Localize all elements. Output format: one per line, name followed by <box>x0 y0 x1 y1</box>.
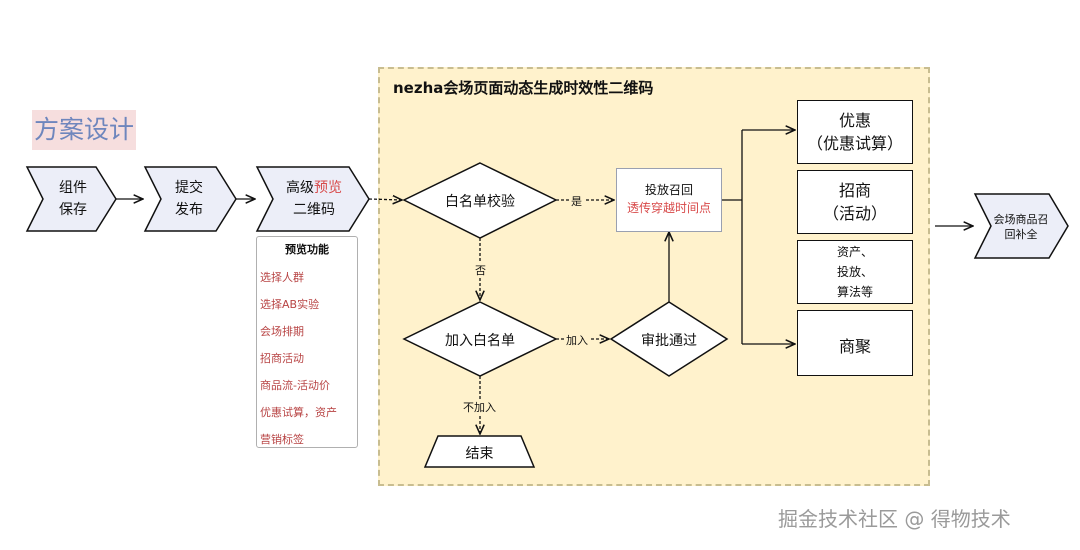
aggregate-label: 商聚 <box>838 337 871 356</box>
step-advanced-word: 高级 <box>286 180 314 196</box>
discount-line2: （优惠试算） <box>806 134 903 153</box>
merchant-line1: 招商 <box>838 181 871 200</box>
preview-features-title: 预览功能 <box>285 243 329 256</box>
merchant-line2: （活动） <box>822 204 887 223</box>
edge-label-add: 加入 <box>564 332 590 348</box>
preview-item: 会场排期 <box>260 325 304 338</box>
edge-label-no: 否 <box>473 262 488 278</box>
step-advanced-chevron <box>255 166 370 232</box>
step-fill-line1: 会场商品召 <box>993 213 1049 226</box>
edge-advanced-check <box>368 199 402 200</box>
step-advanced-label: 高级预览 二维码 <box>272 177 356 221</box>
watermark: 掘金技术社区 @ 得物技术 <box>778 507 1011 531</box>
merchant-label: 招商 （活动） <box>797 179 913 225</box>
edge-label-not-add: 不加入 <box>461 399 498 415</box>
preview-item: 选择AB实验 <box>260 298 320 311</box>
step-fill-label: 会场商品召 回补全 <box>988 212 1054 242</box>
page-title: 方案设计 <box>33 115 134 144</box>
step-save-chevron <box>25 166 117 232</box>
assets-line1: 资产、 <box>836 245 873 259</box>
merchant-box <box>797 170 913 234</box>
preview-item: 优惠试算，资产 <box>260 406 337 419</box>
assets-line3: 算法等 <box>836 285 873 299</box>
step-fill-line2: 回补全 <box>1004 228 1038 241</box>
recall-label: 投放召回 透传穿越时间点 <box>616 181 722 217</box>
step-submit-chevron <box>143 166 237 232</box>
discount-box <box>797 100 913 164</box>
discount-line1: 优惠 <box>838 111 871 130</box>
preview-item: 商品流-活动价 <box>260 379 330 392</box>
assets-box <box>797 240 913 304</box>
step-submit-label: 提交 发布 <box>156 177 222 221</box>
assets-label: 资产、 投放、 算法等 <box>797 242 913 302</box>
title-background <box>32 110 136 150</box>
recall-line2: 透传穿越时间点 <box>626 201 711 215</box>
step-advanced-line2: 二维码 <box>293 202 335 218</box>
preview-item: 选择人群 <box>260 271 304 284</box>
step-preview-word: 预览 <box>314 180 342 196</box>
discount-label: 优惠 （优惠试算） <box>797 109 913 155</box>
step-save-label: 组件 保存 <box>40 177 106 221</box>
region-title: nezha会场页面动态生成时效性二维码 <box>393 79 654 97</box>
preview-item: 营销标签 <box>260 433 304 446</box>
preview-features-panel <box>256 236 358 448</box>
edge-label-yes: 是 <box>569 193 584 209</box>
end-trapezoid <box>423 435 536 468</box>
step-save-line1: 组件 <box>59 180 87 196</box>
aggregate-box <box>797 310 913 376</box>
step-advanced-line1: 高级预览 <box>272 177 356 199</box>
step-submit-line2: 发布 <box>175 202 203 218</box>
approval-diamond <box>609 301 729 377</box>
assets-line2: 投放、 <box>836 265 873 279</box>
end-label: 结束 <box>465 446 494 462</box>
step-fill-chevron <box>973 193 1069 259</box>
step-save-line2: 保存 <box>59 202 87 218</box>
preview-item: 招商活动 <box>260 352 304 365</box>
whitelist-check-label: 白名单校验 <box>445 194 515 210</box>
recall-box <box>616 168 722 232</box>
step-submit-line1: 提交 <box>175 180 203 196</box>
recall-line1: 投放召回 <box>644 183 693 197</box>
add-whitelist-label: 加入白名单 <box>445 333 515 349</box>
approval-label: 审批通过 <box>641 333 697 349</box>
